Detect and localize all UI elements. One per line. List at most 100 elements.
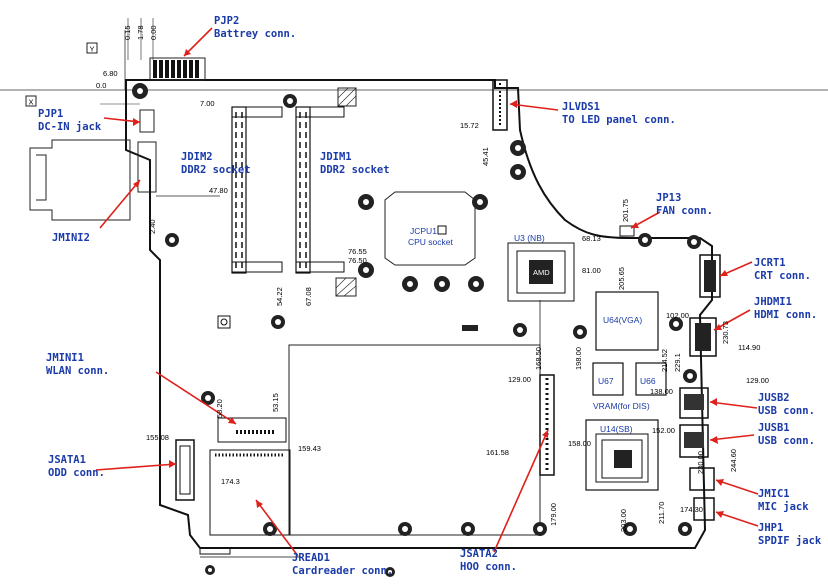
dim-129.00-b: 129.00 bbox=[746, 376, 769, 385]
u14-die bbox=[601, 439, 643, 479]
vram-label: VRAM(for DIS) bbox=[593, 401, 650, 411]
mounting-holes bbox=[132, 83, 701, 577]
jcpu1-center bbox=[437, 225, 447, 235]
jsata1-connector bbox=[175, 439, 195, 501]
jhp1-connector bbox=[693, 497, 715, 521]
pjp1-ref: PJP1 bbox=[38, 108, 63, 120]
jlvds1-desc: TO LED panel conn. bbox=[562, 114, 676, 126]
jsata1-ref: JSATA1 bbox=[48, 454, 86, 466]
dim-0.15: 0.15 bbox=[123, 25, 132, 40]
u14-chip bbox=[585, 419, 659, 491]
dim-159.43: 159.43 bbox=[298, 444, 321, 453]
u64-label: U64(VGA) bbox=[603, 315, 642, 325]
dim-155.08: 155.08 bbox=[146, 433, 169, 442]
jhdmi1-ref: JHDMI1 bbox=[754, 296, 792, 308]
jdim2-ref: JDIM2 bbox=[181, 151, 213, 163]
jmini2-card-outline bbox=[29, 139, 131, 221]
board-outline bbox=[125, 79, 713, 549]
pointer-arrows bbox=[95, 27, 759, 557]
u66-chip bbox=[635, 362, 667, 396]
u3-chip bbox=[507, 242, 575, 302]
jusb2-connector bbox=[679, 387, 709, 419]
hatch-pad-top bbox=[337, 87, 357, 107]
jread1-ref: JREAD1 bbox=[292, 552, 330, 564]
pjp2-connector bbox=[149, 57, 206, 81]
u64-chip bbox=[595, 291, 659, 351]
dim-203.00: 203.00 bbox=[619, 509, 628, 532]
x-marker-box bbox=[25, 95, 37, 107]
jusb2-desc: USB conn. bbox=[758, 405, 815, 417]
dim-161.58: 161.58 bbox=[486, 448, 509, 457]
jdim2-desc: DDR2 socket bbox=[181, 164, 251, 176]
jmic1-ref: JMIC1 bbox=[758, 488, 790, 500]
dim-174.30: 174.30 bbox=[680, 505, 703, 514]
jcpu1-ref: JCPU1 bbox=[410, 226, 437, 236]
dim-54.22: 54.22 bbox=[275, 287, 284, 306]
jcrt1-desc: CRT conn. bbox=[754, 270, 811, 282]
jp13-connector bbox=[619, 225, 635, 237]
dim-158.00: 158.00 bbox=[568, 439, 591, 448]
dim-2.40: 2.40 bbox=[148, 219, 157, 234]
jhp1-desc: SPDIF jack bbox=[758, 535, 822, 547]
hatch-lines-bottom bbox=[335, 277, 357, 297]
pjp2-desc: Battrey conn. bbox=[214, 28, 296, 40]
jcpu1-socket bbox=[384, 191, 476, 266]
dim-58.20: 58.20 bbox=[215, 399, 224, 418]
jhdmi1-body bbox=[695, 323, 711, 351]
pjp2-pins bbox=[153, 60, 199, 78]
jsata1-inner bbox=[179, 445, 191, 495]
u67-chip bbox=[592, 362, 624, 396]
jhdmi1-desc: HDMI conn. bbox=[754, 309, 817, 321]
u14-core bbox=[614, 450, 632, 468]
u3-die bbox=[516, 250, 566, 294]
dim-114.90: 114.90 bbox=[738, 343, 760, 352]
dim-6.80: 6.80 bbox=[103, 69, 118, 78]
dim-198.00: 198.00 bbox=[574, 347, 583, 370]
amd-logo: AMD bbox=[533, 268, 550, 277]
u3-core bbox=[529, 260, 553, 284]
dim-68.13: 68.13 bbox=[582, 234, 601, 243]
dim-67.08: 67.08 bbox=[304, 287, 313, 306]
jp13-ref: JP13 bbox=[656, 192, 681, 204]
dim-76.50: 76.50 bbox=[348, 256, 367, 265]
main-area-outline bbox=[288, 344, 541, 536]
fiducial-mark bbox=[217, 315, 231, 329]
dim-76.55: 76.55 bbox=[348, 247, 367, 256]
jmini1-connector bbox=[217, 417, 287, 443]
jmic1-connector bbox=[689, 467, 715, 491]
jsata2-desc: HOO conn. bbox=[460, 561, 517, 573]
jusb2-ref: JUSB2 bbox=[758, 392, 790, 404]
u14-die-outer bbox=[595, 433, 649, 483]
jread1-connector bbox=[209, 449, 291, 536]
pjp1-connector bbox=[139, 109, 155, 133]
dim-53.15: 53.15 bbox=[271, 393, 280, 412]
jlvds1-connector bbox=[492, 79, 508, 131]
dim-229.1: 229.1 bbox=[673, 353, 682, 372]
u3-label: U3 (NB) bbox=[514, 233, 545, 243]
dim-230.00: 230.00 bbox=[696, 451, 705, 474]
dim-205.65: 205.65 bbox=[617, 267, 626, 290]
jsata2-ref: JSATA2 bbox=[460, 548, 498, 560]
u66-label: U66 bbox=[640, 376, 656, 386]
jhp1-ref: JHP1 bbox=[758, 522, 783, 534]
dim-168.50: 168.50 bbox=[534, 347, 543, 370]
jmini2-ref: JMINI2 bbox=[52, 232, 90, 244]
dim-179.00: 179.00 bbox=[549, 503, 558, 526]
jread1-desc: Cardreader conn. bbox=[292, 565, 393, 577]
dim-45.41: 45.41 bbox=[481, 147, 490, 166]
jdim2-socket bbox=[231, 106, 283, 274]
dim-81.00: 81.00 bbox=[582, 266, 601, 275]
jmini1-ref: JMINI1 bbox=[46, 352, 84, 364]
jmini2-card-inner bbox=[36, 154, 47, 201]
jcrt1-body bbox=[704, 260, 716, 292]
dim-211.70: 211.70 bbox=[657, 502, 666, 524]
jdim1-socket bbox=[295, 106, 345, 274]
jmini1-desc: WLAN conn. bbox=[46, 365, 109, 377]
dim-230.73: 230.73 bbox=[721, 321, 730, 344]
pjp1-desc: DC-IN jack bbox=[38, 121, 102, 133]
u67-label: U67 bbox=[598, 376, 614, 386]
jmini2-connector bbox=[137, 141, 157, 193]
jlvds1-ref: JLVDS1 bbox=[562, 101, 600, 113]
dim-7.00: 7.00 bbox=[200, 99, 215, 108]
jmic1-desc: MIC jack bbox=[758, 501, 809, 513]
